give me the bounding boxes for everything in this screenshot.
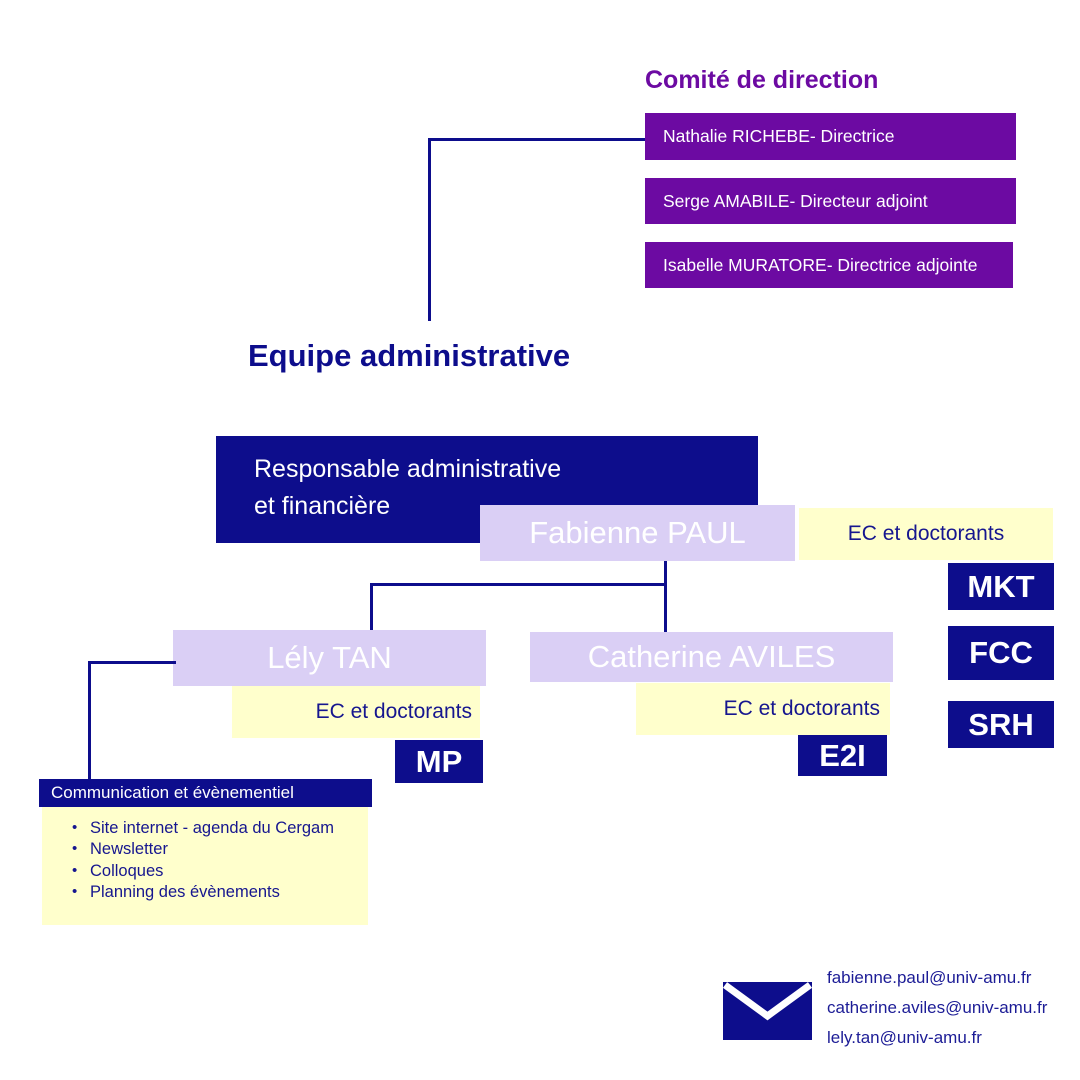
list-item: Colloques xyxy=(70,860,368,882)
connector-communication-vertical xyxy=(88,661,91,780)
comite-member-box-isabelle: Isabelle MURATORE- Directrice adjointe xyxy=(645,242,1013,288)
unit-box-mkt: MKT xyxy=(948,563,1054,610)
lely-tan-box: Lély TAN xyxy=(173,630,486,686)
catherine-aviles-box: Catherine AVILES xyxy=(530,632,893,682)
unit-box-mp: MP xyxy=(395,740,483,783)
unit-box-e2i: E2I xyxy=(798,735,887,776)
connector-lely-vertical xyxy=(370,583,373,631)
comite-member-box-serge: Serge AMABILE- Directeur adjoint xyxy=(645,178,1016,224)
email-catherine: catherine.aviles@univ-amu.fr xyxy=(827,998,1048,1017)
list-item: Newsletter xyxy=(70,838,368,860)
ec-doctorants-box-catherine: EC et doctorants xyxy=(636,683,890,735)
connector-fabienne-catherine-vertical xyxy=(664,560,667,633)
unit-box-fcc: FCC xyxy=(948,626,1054,680)
comite-title: Comité de direction xyxy=(645,66,879,94)
list-item: Site internet - agenda du Cergam xyxy=(70,817,368,839)
connector-assistants-horizontal xyxy=(370,583,667,586)
communication-list: Site internet - agenda du Cergam Newslet… xyxy=(42,807,368,925)
equipe-title: Equipe administrative xyxy=(248,338,571,373)
ec-doctorants-box-top: EC et doctorants xyxy=(799,508,1053,560)
list-item: Planning des évènements xyxy=(70,881,368,903)
connector-communication-horizontal xyxy=(88,661,176,664)
fabienne-paul-box: Fabienne PAUL xyxy=(480,505,795,561)
unit-box-srh: SRH xyxy=(948,701,1054,748)
comite-member-box-nathalie: Nathalie RICHEBE- Directrice xyxy=(645,113,1016,160)
connector-comite-vertical xyxy=(428,138,431,321)
email-fabienne: fabienne.paul@univ-amu.fr xyxy=(827,968,1032,987)
connector-comite-horizontal xyxy=(428,138,645,141)
envelope-icon xyxy=(722,982,813,1040)
communication-header: Communication et évènementiel xyxy=(39,779,372,807)
ec-doctorants-box-lely: EC et doctorants xyxy=(232,686,480,738)
email-lely: lely.tan@univ-amu.fr xyxy=(827,1028,982,1047)
